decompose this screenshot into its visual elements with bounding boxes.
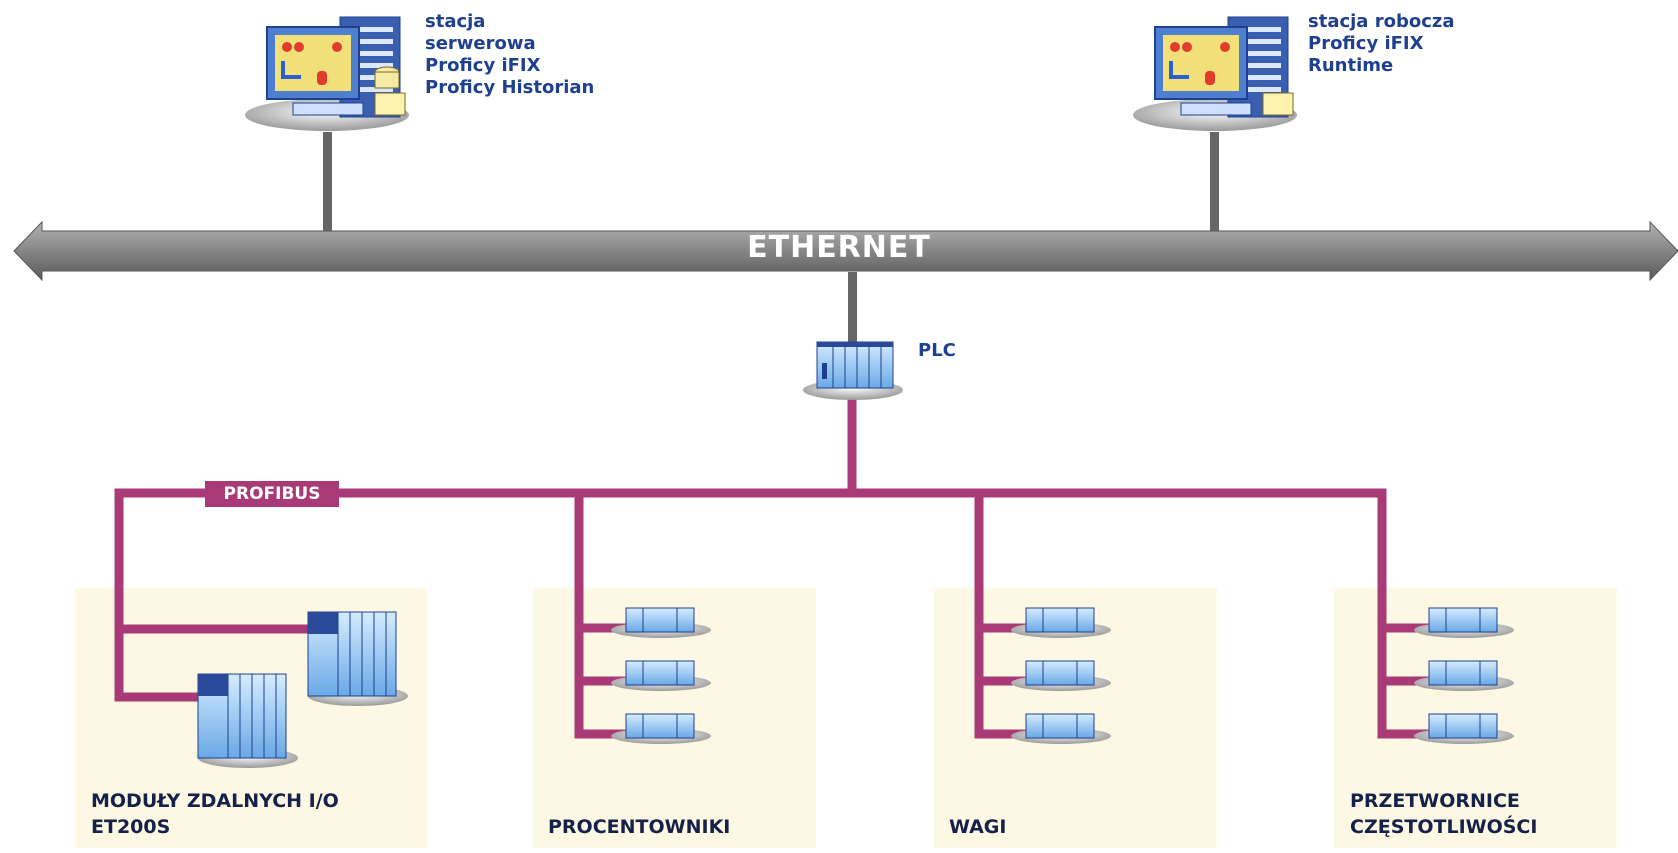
group-label-line: CZĘSTOTLIWOŚCI (1350, 816, 1538, 838)
field-device-icon (1011, 660, 1111, 691)
remote-io-module-icon (307, 611, 408, 706)
remote-io-module-icon (197, 673, 298, 768)
server-station-line: Proficy Historian (425, 77, 595, 98)
workstation-line: Proficy iFIX (1308, 33, 1424, 54)
field-device-icon (611, 607, 711, 638)
server-connector (323, 132, 332, 232)
workstation-connector (1210, 132, 1219, 232)
workstation-line: Runtime (1308, 55, 1394, 76)
server-station-line: stacja (425, 11, 486, 32)
workstation-line: stacja robocza (1308, 11, 1455, 32)
field-device-icon (1414, 660, 1514, 691)
ethernet-bus (13, 220, 1678, 282)
group-label-remote-io: MODUŁY ZDALNYCH I/O ET200S (91, 788, 339, 840)
group-label-procentowniki: PROCENTOWNIKI (548, 814, 730, 840)
server-station-line: serwerowa (425, 33, 536, 54)
group-label-line: PRZETWORNICE (1350, 790, 1520, 812)
group-label-wagi: WAGI (949, 814, 1006, 840)
group-label-line: MODUŁY ZDALNYCH I/O (91, 790, 339, 812)
group-label-przetwornice: PRZETWORNICE CZĘSTOTLIWOŚCI (1350, 788, 1537, 840)
field-device-icon (1011, 607, 1111, 638)
server-station-label: stacja serwerowa Proficy iFIX Proficy Hi… (425, 11, 594, 99)
workstation-label: stacja robocza Proficy iFIX Runtime (1308, 11, 1455, 77)
server-station-line: Proficy iFIX (425, 55, 541, 76)
server-computer-icon (245, 16, 409, 131)
plc-connector (848, 272, 857, 347)
plc-label: PLC (918, 340, 956, 361)
plc-icon (803, 341, 903, 400)
profibus-label: PROFIBUS (205, 481, 339, 507)
field-device-icon (1414, 607, 1514, 638)
group-label-line: PROCENTOWNIKI (548, 816, 731, 838)
group-label-line: WAGI (949, 816, 1007, 838)
field-device-icon (611, 660, 711, 691)
field-device-icon (1011, 713, 1111, 744)
ethernet-label: ETHERNET (747, 230, 931, 265)
field-device-icon (1414, 713, 1514, 744)
field-devices (611, 607, 1514, 744)
field-device-icon (611, 713, 711, 744)
workstation-computer-icon (1133, 16, 1297, 131)
group-label-line: ET200S (91, 816, 171, 838)
